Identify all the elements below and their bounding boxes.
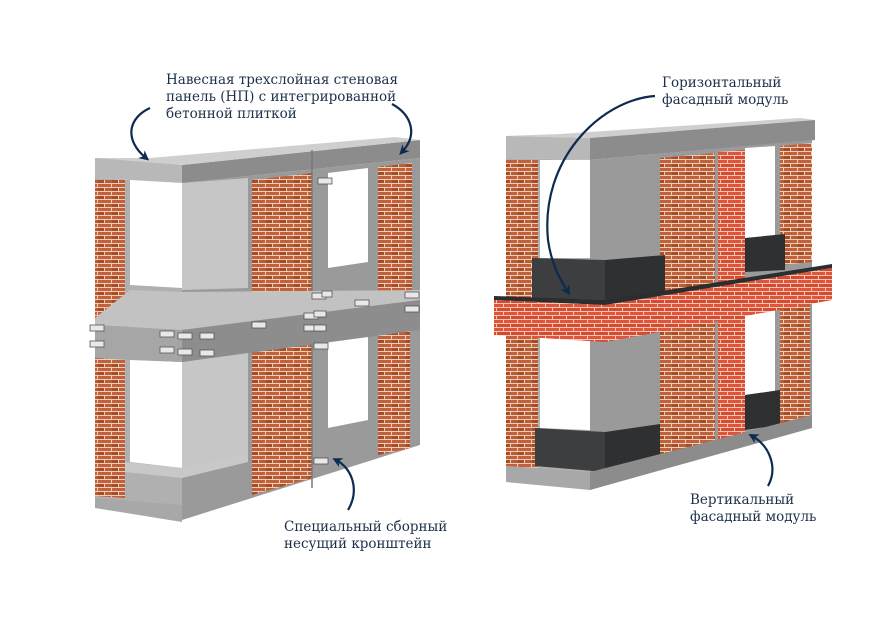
right-brick-lower-right [780, 295, 810, 425]
right-brick-upper-mid [660, 153, 715, 298]
right-bottom-beam-front [506, 466, 590, 490]
arrow-panel-left [130, 106, 151, 161]
upper-dark-module-front [532, 258, 605, 300]
upper-dark-module-side [605, 255, 665, 300]
right-top-beam-front [506, 136, 590, 160]
caption-horizontal-module-line-1: Горизонтальный [662, 75, 782, 91]
caption-horizontal-module: Горизонтальный фасадный модуль [662, 75, 788, 109]
horizontal-module-front [494, 300, 605, 342]
left-brick-upper-mid [252, 173, 312, 315]
arrow-bracket [332, 458, 355, 511]
caption-bracket-line-1: Специальный сборный [284, 519, 448, 535]
horizontal-module-side [605, 268, 832, 342]
caption-wall-panel-line-3: бетонной плиткой [166, 106, 297, 122]
arrow-vertical-module [748, 434, 774, 487]
right-brick-side-upper [506, 160, 538, 298]
caption-bracket-line-2: несущий кронштейн [284, 536, 432, 552]
right-window-lower-left [540, 338, 590, 430]
upper-dark-module-right [745, 234, 785, 272]
caption-wall-panel: Навесная трехслойная стеновая панель (НП… [166, 72, 398, 123]
caption-vertical-module: Вертикальный фасадный модуль [690, 492, 816, 526]
caption-vertical-module-line-2: фасадный модуль [690, 509, 817, 525]
right-brick-side-lower [506, 330, 538, 468]
left-wall-panel [89, 137, 420, 522]
arrow-panel-right [391, 103, 413, 155]
left-window-lower-right [328, 330, 368, 428]
left-brick-side-lower [95, 358, 125, 498]
left-brick-upper-right [378, 163, 412, 295]
left-top-beam-top [95, 137, 420, 165]
right-brick-lower-mid [660, 320, 715, 455]
left-window-frame-lower [182, 352, 248, 470]
left-top-beam [95, 158, 182, 183]
right-top-beam-side [590, 120, 815, 160]
arrow-horizontal-module [546, 94, 656, 296]
caption-wall-panel-line-1: Навесная трехслойная стеновая [166, 72, 398, 88]
right-window-upper [745, 146, 775, 242]
left-bottom-beam-front [95, 498, 182, 522]
left-top-beam-right [182, 140, 420, 183]
left-brick-side-upper [95, 180, 125, 320]
left-mid-slab-side [182, 300, 420, 362]
caption-horizontal-module-line-2: фасадный модуль [662, 92, 789, 108]
caption-wall-panel-line-2: панель (НП) с интегрированной [166, 89, 397, 105]
left-mid-slab-top [95, 290, 420, 330]
left-window-lower-left [130, 360, 182, 468]
left-bottom-beam-top [125, 455, 248, 478]
horizontal-module-top [494, 264, 832, 305]
lower-dark-module-front [535, 428, 605, 472]
left-window-frame-upper [182, 178, 248, 290]
arrow-icon [130, 94, 774, 511]
bracket-icon [89, 177, 420, 465]
right-window-lower [745, 296, 775, 398]
right-bottom-beam-side [590, 415, 812, 490]
caption-vertical-module-line-1: Вертикальный [690, 492, 795, 508]
left-brick-lower-mid [252, 340, 312, 495]
left-mid-slab-front [95, 325, 182, 362]
caption-bracket: Специальный сборный несущий кронштейн [284, 519, 447, 553]
left-window-upper-left [130, 180, 182, 288]
left-brick-lower-right [378, 322, 410, 455]
right-wall-module [494, 118, 832, 490]
right-brick-upper-right [780, 143, 812, 265]
lower-dark-module-right [745, 390, 780, 430]
left-window-upper-right [328, 168, 368, 268]
